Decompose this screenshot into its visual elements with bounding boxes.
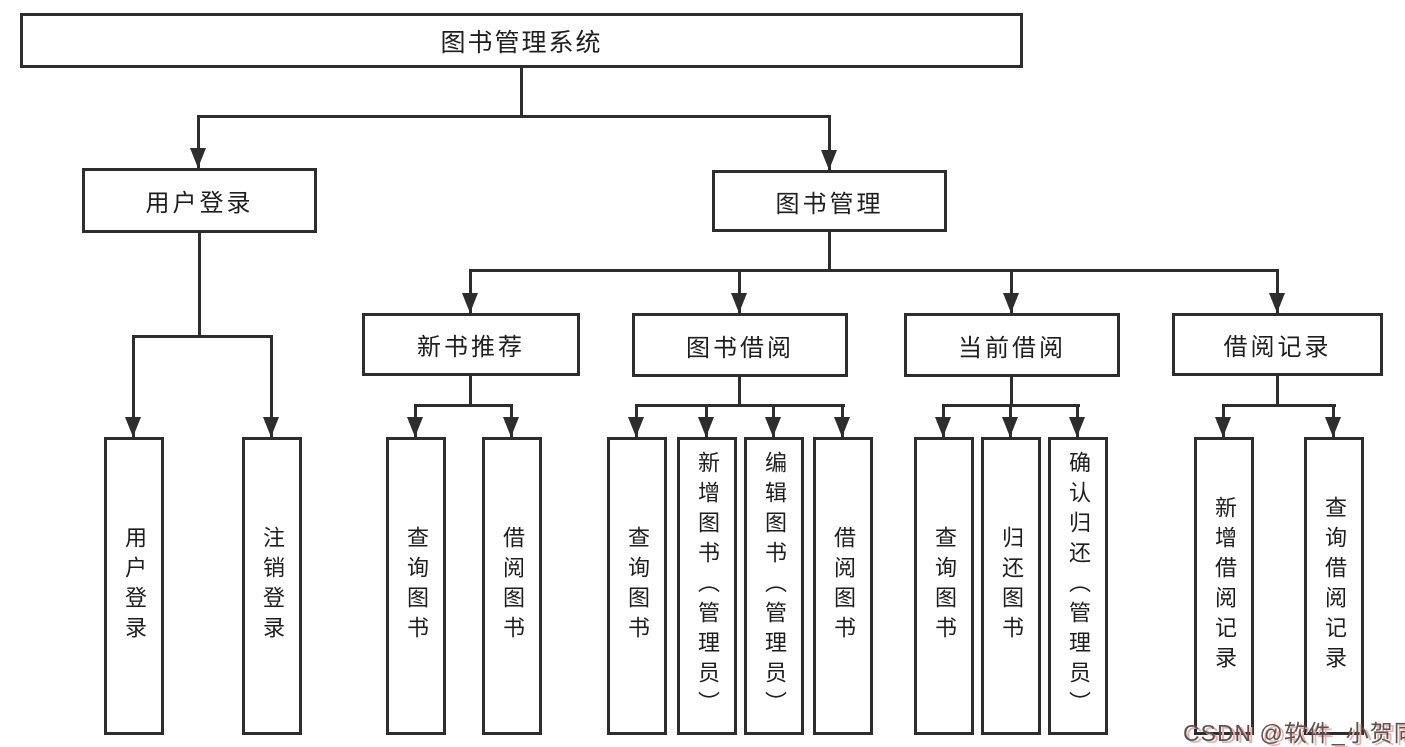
- connector-book-management-crossbar: [470, 269, 1278, 272]
- connector-arrow-new-book-recommend: [462, 269, 478, 313]
- leaf-borrow-book-under-borrow: 借阅图书: [813, 437, 873, 735]
- leaf-query-book-under-borrow: 查询图书: [607, 437, 667, 735]
- connector-arrow-add-book: [698, 404, 714, 437]
- group-book-borrow: 图书借阅: [632, 313, 848, 377]
- connector-new-book-recommend-stem: [469, 376, 472, 407]
- leaf-user-login-label: 用户登录: [122, 526, 147, 646]
- connector-arrow-edit-book: [765, 404, 781, 437]
- leaf-query-book-under-current: 查询图书: [914, 437, 974, 735]
- connector-arrow-add-record: [1215, 404, 1231, 437]
- connector-user-login-crossbar: [133, 335, 272, 338]
- connector-arrow-query-book-1: [407, 404, 423, 437]
- leaf-return-book-label: 归还图书: [999, 526, 1024, 646]
- connector-arrow-book-management: [821, 115, 837, 170]
- leaf-query-borrow-record-label: 查询借阅记录: [1322, 496, 1347, 676]
- leaf-query-book-under-borrow-label: 查询图书: [625, 526, 650, 646]
- leaf-user-login: 用户登录: [104, 437, 164, 735]
- branch-user-login: 用户登录: [82, 168, 317, 233]
- connector-arrow-leaf-user-login: [125, 335, 141, 437]
- connector-arrow-borrow-records: [1269, 269, 1285, 313]
- group-new-book-recommend: 新书推荐: [362, 313, 580, 376]
- connector-arrow-borrow-book-2: [834, 404, 850, 437]
- connector-root-crossbar: [198, 115, 831, 118]
- connector-borrow-records-stem: [1276, 376, 1279, 407]
- leaf-query-borrow-record: 查询借阅记录: [1304, 437, 1364, 735]
- connector-arrow-current-borrow: [1003, 269, 1019, 313]
- connector-arrow-user-login: [190, 115, 206, 168]
- connector-arrow-query-book-2: [628, 404, 644, 437]
- connector-arrow-query-book-3: [935, 404, 951, 437]
- branch-book-management: 图书管理: [712, 170, 947, 232]
- leaf-logout-label: 注销登录: [260, 526, 285, 646]
- leaf-confirm-return-admin: 确认归还（管理员）: [1048, 437, 1108, 735]
- csdn-watermark: CSDN @软件_小贺同学: [1183, 720, 1405, 746]
- group-current-borrow: 当前借阅: [904, 313, 1120, 377]
- leaf-edit-book-admin-label: 编辑图书（管理员）: [762, 451, 787, 721]
- group-borrow-records: 借阅记录: [1172, 313, 1383, 376]
- leaf-add-book-admin: 新增图书（管理员）: [677, 437, 737, 735]
- connector-book-borrow-crossbar: [636, 404, 845, 407]
- leaf-confirm-return-admin-label: 确认归还（管理员）: [1066, 451, 1091, 721]
- connector-arrow-confirm-return: [1069, 404, 1085, 437]
- connector-user-login-stem: [198, 233, 201, 338]
- connector-arrow-book-borrow: [731, 269, 747, 313]
- connector-new-book-recommend-crossbar: [415, 404, 513, 407]
- connector-arrow-borrow-book-1: [503, 404, 519, 437]
- leaf-query-book-under-recommend-label: 查询图书: [404, 526, 429, 646]
- connector-root-stem: [520, 68, 523, 118]
- leaf-query-book-under-current-label: 查询图书: [932, 526, 957, 646]
- leaf-add-book-admin-label: 新增图书（管理员）: [695, 451, 720, 721]
- connector-arrow-return-book: [1002, 404, 1018, 437]
- leaf-borrow-book-under-borrow-label: 借阅图书: [831, 526, 856, 646]
- leaf-logout: 注销登录: [242, 437, 302, 735]
- connector-arrow-query-record: [1325, 404, 1341, 437]
- leaf-return-book: 归还图书: [981, 437, 1041, 735]
- node-root: 图书管理系统: [20, 13, 1023, 68]
- leaf-edit-book-admin: 编辑图书（管理员）: [744, 437, 804, 735]
- connector-borrow-records-crossbar: [1222, 404, 1336, 407]
- connector-book-management-stem: [828, 232, 831, 272]
- leaf-borrow-book-under-recommend-label: 借阅图书: [500, 526, 525, 646]
- leaf-add-borrow-record-label: 新增借阅记录: [1212, 496, 1237, 676]
- connector-arrow-leaf-logout: [263, 335, 279, 437]
- connector-book-borrow-stem: [738, 377, 741, 407]
- connector-current-borrow-stem: [1010, 377, 1013, 407]
- leaf-borrow-book-under-recommend: 借阅图书: [482, 437, 542, 735]
- leaf-query-book-under-recommend: 查询图书: [386, 437, 446, 735]
- leaf-add-borrow-record: 新增借阅记录: [1194, 437, 1254, 735]
